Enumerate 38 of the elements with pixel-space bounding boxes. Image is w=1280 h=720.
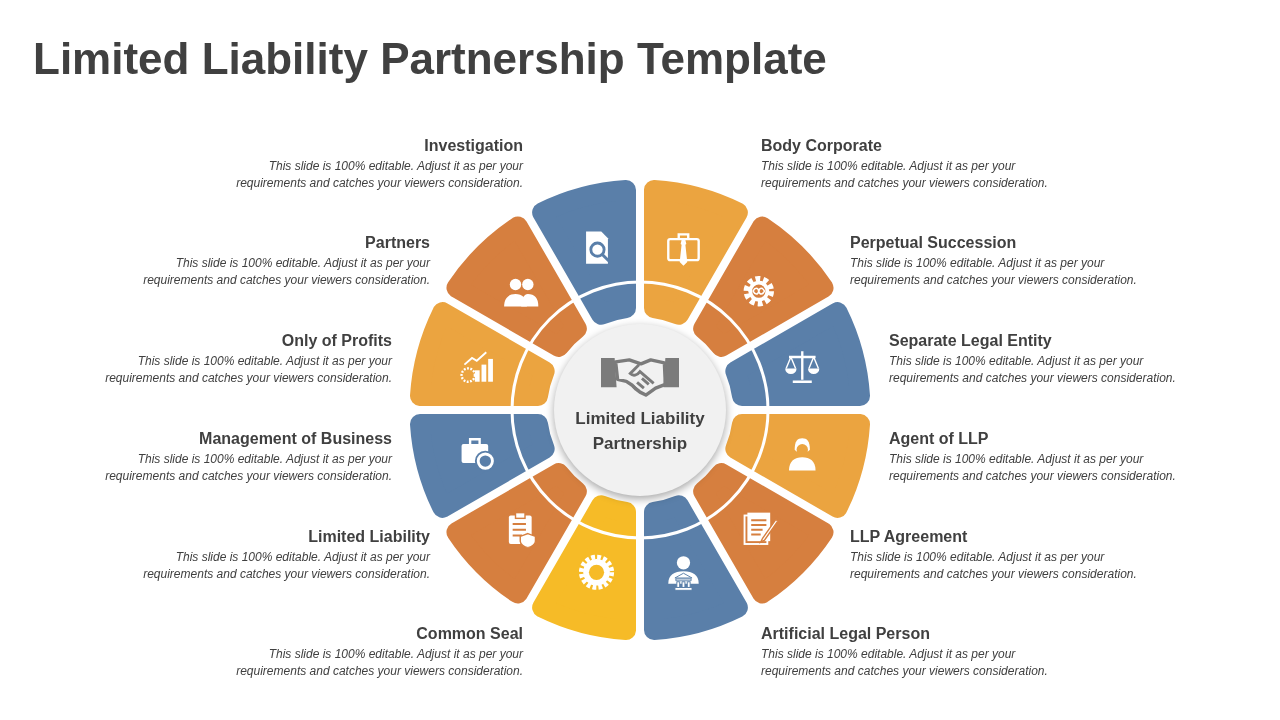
item-heading: Agent of LLP	[889, 430, 989, 448]
item-description: This slide is 100% editable. Adjust it as per your requirements and catches your viewers consideration.	[889, 451, 1177, 485]
item-description: This slide is 100% editable. Adjust it as per your requirements and catches your viewers consideration.	[761, 646, 1049, 680]
item-description: This slide is 100% editable. Adjust it as per your requirements and catches your viewers consideration.	[889, 353, 1177, 387]
wedge-segment	[693, 463, 834, 604]
wedge-segment	[410, 302, 555, 406]
slide-title: Limited Liability Partnership Template	[33, 34, 827, 84]
item-heading: Separate Legal Entity	[889, 332, 1052, 350]
item-description: This slide is 100% editable. Adjust it as per your requirements and catches your viewers consideration.	[761, 158, 1049, 192]
item-description: This slide is 100% editable. Adjust it as per your requirements and catches your viewers consideration.	[850, 255, 1138, 289]
wedge-segment	[446, 463, 587, 604]
item-description: This slide is 100% editable. Adjust it as per your requirements and catches your viewers consideration.	[104, 353, 392, 387]
item-description: This slide is 100% editable. Adjust it as per your requirements and catches your viewers consideration.	[142, 255, 430, 289]
item-heading: Body Corporate	[761, 137, 882, 155]
item-description: This slide is 100% editable. Adjust it as per your requirements and catches your viewers consideration.	[235, 158, 523, 192]
item-heading: Perpetual Succession	[850, 234, 1017, 252]
item-description: This slide is 100% editable. Adjust it as per your requirements and catches your viewers consideration.	[235, 646, 523, 680]
wedge-segment	[725, 414, 870, 518]
item-description: This slide is 100% editable. Adjust it as per your requirements and catches your viewers consideration.	[142, 549, 430, 583]
item-heading: Management of Business	[199, 430, 392, 448]
item-heading: Investigation	[424, 137, 523, 155]
item-description: This slide is 100% editable. Adjust it as per your requirements and catches your viewers consideration.	[850, 549, 1138, 583]
wedge-segment	[725, 302, 870, 406]
wedge-segment	[446, 216, 587, 357]
wedge-segment	[532, 495, 636, 640]
item-heading: Only of Profits	[281, 332, 392, 350]
wedge-segment	[644, 495, 748, 640]
wedge-segment	[532, 180, 636, 325]
wedge-segment	[693, 216, 834, 357]
center-label: Limited Liability Partnership	[574, 408, 706, 455]
item-description: This slide is 100% editable. Adjust it as per your requirements and catches your viewers consideration.	[104, 451, 392, 485]
item-heading: Common Seal	[416, 625, 523, 643]
wedge-segment	[644, 180, 748, 325]
item-heading: Partners	[365, 234, 430, 252]
wedge-segment	[410, 414, 555, 518]
item-heading: Artificial Legal Person	[761, 625, 930, 643]
item-heading: Limited Liability	[308, 528, 430, 546]
item-heading: LLP Agreement	[850, 528, 968, 546]
